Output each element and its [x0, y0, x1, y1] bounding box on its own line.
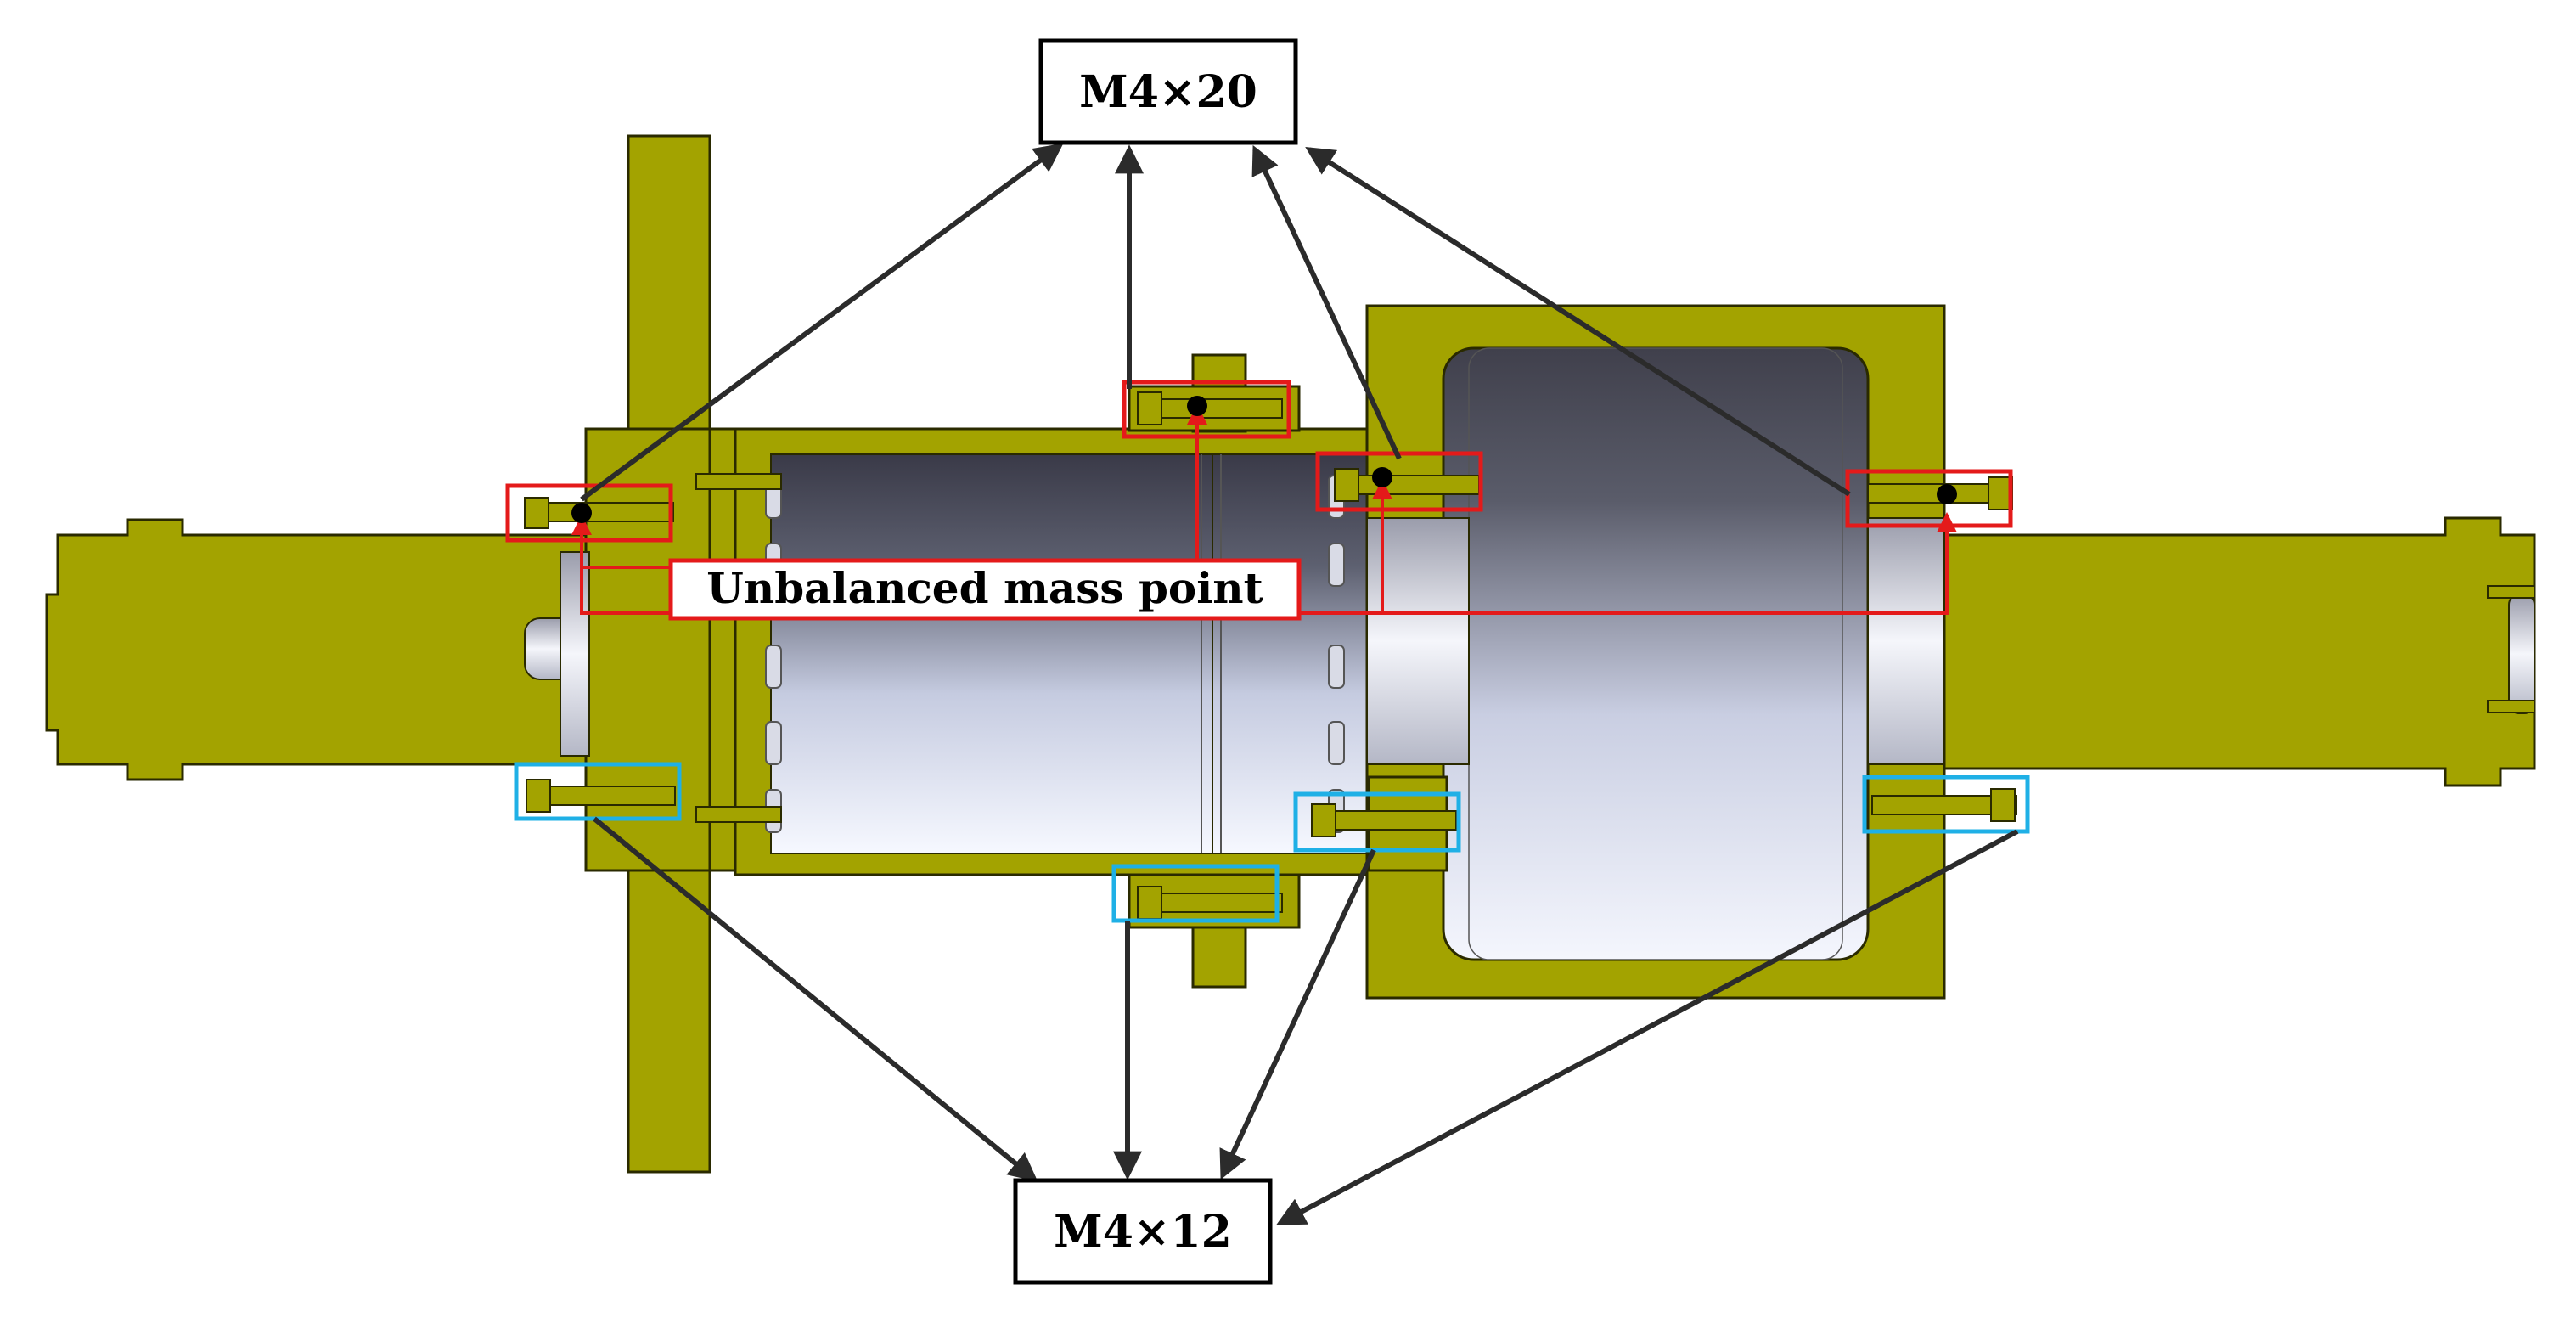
bolt-bottom-right-housing — [1311, 803, 1457, 837]
mass-point-top-center — [1187, 396, 1207, 416]
m4x12-callout: M4×12 — [1013, 1178, 1273, 1285]
bolt-top-left — [524, 497, 674, 529]
m4x12-label: M4×12 — [1054, 1206, 1232, 1258]
right-shaft — [1943, 516, 2536, 787]
left-shaft — [45, 518, 588, 781]
unbalanced-mass-points — [571, 396, 1957, 523]
red-box-left — [505, 483, 673, 543]
blue-box-housing — [1293, 791, 1461, 853]
mass-point-housing — [1372, 467, 1392, 487]
m4x20-label: M4×20 — [1079, 66, 1257, 118]
left-bearing-boss — [524, 551, 590, 757]
bolt-top-right-housing — [1334, 468, 1480, 502]
m4x20-callout: M4×20 — [1038, 38, 1298, 145]
blue-box-bottom-center — [1111, 864, 1280, 923]
bolt-bottom-left — [526, 779, 676, 813]
mass-point-left — [571, 503, 592, 523]
blue-box-right — [1862, 775, 2030, 834]
red-box-top-center — [1122, 380, 1291, 439]
unbalanced-mass-text: Unbalanced mass point — [706, 563, 1263, 613]
right-drum-inner — [1442, 346, 1870, 961]
unbalanced-mass-label: Unbalanced mass point — [668, 558, 1302, 621]
central-rotor — [770, 453, 1370, 854]
bolt-bottom-far-right — [1871, 788, 2017, 822]
red-highlight-boxes — [505, 380, 2013, 543]
housing-left-bolts — [695, 473, 782, 823]
bolt-top-center — [1137, 391, 1283, 425]
bolt-bottom-center — [1137, 886, 1283, 920]
unbalanced-mass-leaders — [571, 404, 1957, 615]
arrows-to-m4x20 — [580, 143, 1851, 502]
right-shaft-key-slot — [2487, 585, 2535, 714]
red-box-right — [1845, 469, 2013, 528]
arrows-to-m4x12 — [593, 816, 2019, 1225]
mass-point-right — [1937, 484, 1957, 504]
